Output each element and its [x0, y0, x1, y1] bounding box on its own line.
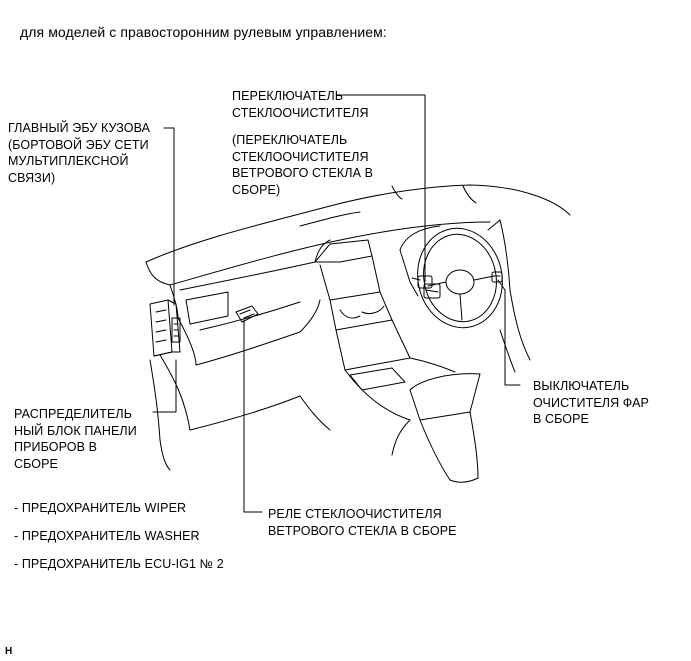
junction-block-part: [149, 299, 181, 357]
label-wiper-switch-note: (ПЕРЕКЛЮЧАТЕЛЬ СТЕКЛООЧИСТИТЕЛЯ ВЕТРОВОГ…: [232, 133, 374, 197]
page-caption: для моделей с правосторонним рулевым упр…: [20, 24, 387, 40]
label-wiper-relay: РЕЛЕ СТЕКЛООЧИСТИТЕЛЯ ВЕТРОВОГО СТЕКЛА В…: [268, 507, 457, 538]
wiper-relay-part: [235, 305, 259, 323]
fuse-item-washer: - ПРЕДОХРАНИТЕЛЬ WASHER: [14, 529, 200, 543]
steering-wheel: [399, 219, 531, 373]
leader-lines: [152, 94, 521, 513]
label-main-body-ecu: ГЛАВНЫЙ ЭБУ КУЗОВА (БОРТОВОЙ ЭБУ СЕТИ МУ…: [8, 121, 151, 185]
center-console: [314, 239, 481, 483]
wiper-switch-part: [411, 275, 441, 299]
footer-code: H: [5, 646, 13, 657]
fuse-item-ecu-ig1: - ПРЕДОХРАНИТЕЛЬ ECU-IG1 № 2: [14, 557, 224, 571]
dashboard-outline: [145, 184, 571, 471]
headlamp-cleaner-switch-part: [491, 271, 503, 283]
label-headlamp-cleaner-switch: ВЫКЛЮЧАТЕЛЬ ОЧИСТИТЕЛЯ ФАР В СБОРЕ: [533, 379, 649, 426]
fuse-item-wiper: - ПРЕДОХРАНИТЕЛЬ WIPER: [14, 501, 187, 515]
label-junction-block: РАСПРЕДЕЛИТЕЛЬ НЫЙ БЛОК ПАНЕЛИ ПРИБОРОВ …: [14, 407, 137, 471]
label-wiper-switch: ПЕРЕКЛЮЧАТЕЛЬ СТЕКЛООЧИСТИТЕЛЯ: [232, 89, 369, 120]
